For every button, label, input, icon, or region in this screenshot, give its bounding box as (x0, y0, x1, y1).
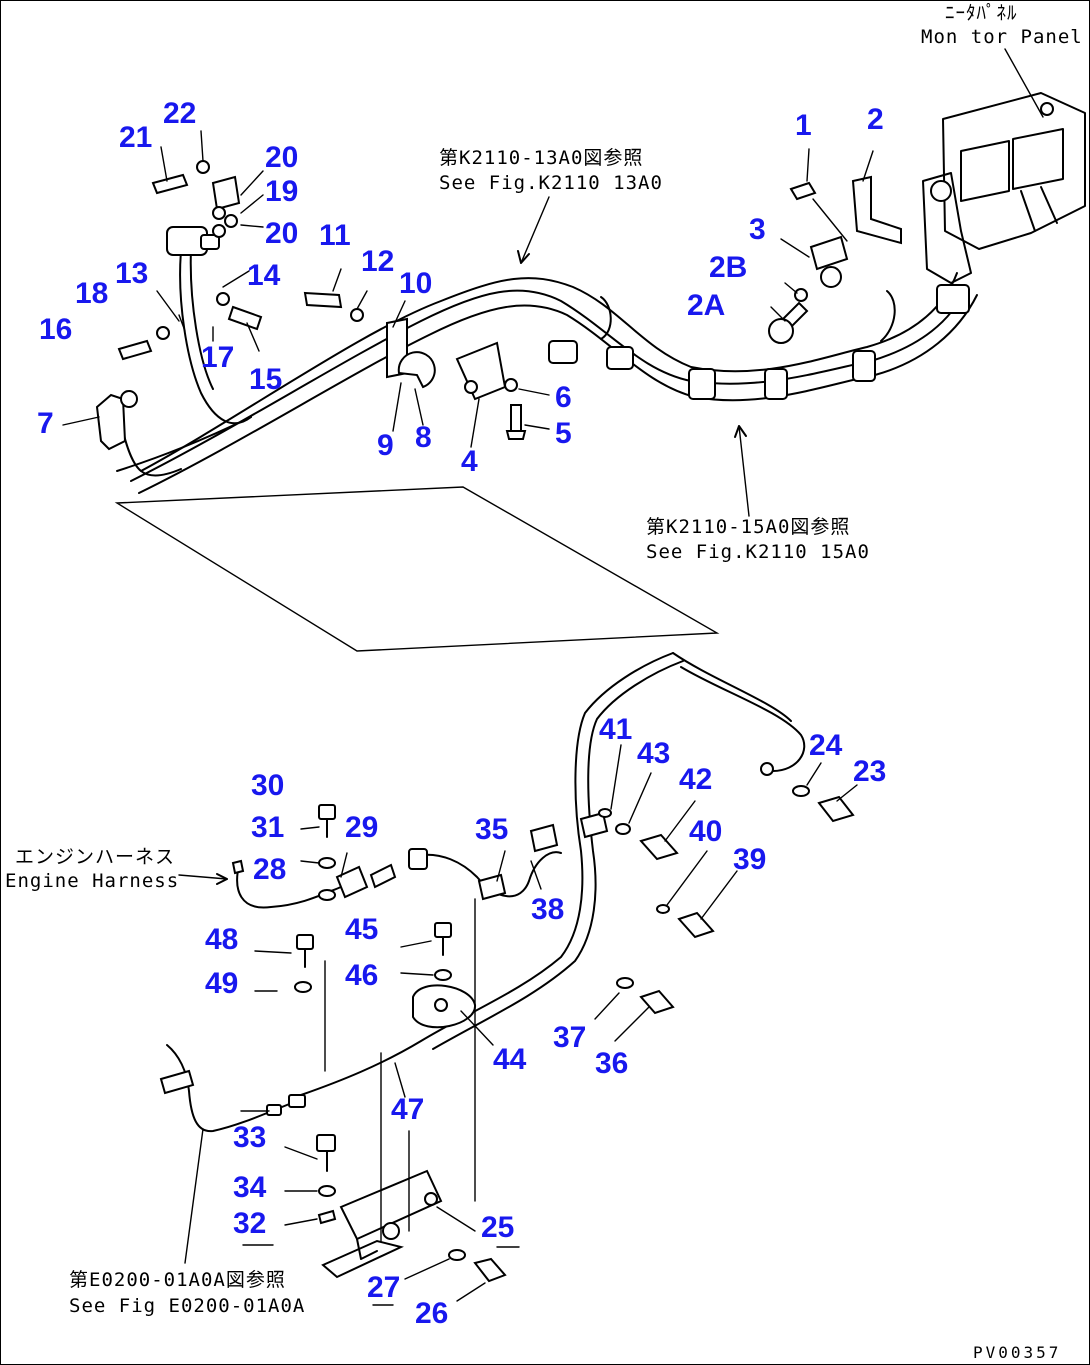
callout-9: 9 (377, 429, 394, 462)
callout-20-lower: 20 (265, 217, 298, 250)
callout-8: 8 (415, 421, 432, 454)
callout-18: 18 (75, 277, 108, 310)
callout-17: 17 (201, 341, 234, 374)
callout-5: 5 (555, 417, 572, 450)
callout-36: 36 (595, 1047, 628, 1080)
callout-39: 39 (733, 843, 766, 876)
callout-23: 23 (853, 755, 886, 788)
callout-27: 27 (367, 1271, 400, 1304)
fig-15a0-label-jp: 第K2110-15A0図参照 (646, 516, 850, 538)
callout-15: 15 (249, 363, 282, 396)
monitor-panel-reference: ﾆｰﾀﾊﾟﾈﾙ Mon tor Panel (921, 2, 1083, 48)
callout-42: 42 (679, 763, 712, 796)
callout-43: 43 (637, 737, 670, 770)
callout-49: 49 (205, 967, 238, 1000)
callout-11: 11 (319, 219, 351, 252)
callout-32: 32 (233, 1207, 266, 1240)
callout-4: 4 (461, 445, 478, 478)
callout-40: 40 (689, 815, 722, 848)
callout-12: 12 (361, 245, 394, 278)
fig-13a0-label-jp: 第K2110-13A0図参照 (439, 147, 643, 169)
callout-3: 3 (749, 213, 766, 246)
bracket-group-right (768, 175, 902, 344)
upper-harness (116, 272, 978, 494)
callout-47: 47 (391, 1093, 424, 1126)
callout-31: 31 (251, 811, 284, 844)
floor-plate-outline (114, 486, 720, 652)
callout-30: 30 (251, 769, 284, 802)
callout-21: 21 (119, 121, 152, 154)
callout-48: 48 (205, 923, 238, 956)
callout-2b: 2B (709, 251, 747, 284)
callout-38: 38 (531, 893, 564, 926)
callout-2a: 2A (687, 289, 725, 322)
callout-41: 41 (599, 713, 632, 746)
callout-19: 19 (265, 175, 298, 208)
fig-13a0-reference: 第K2110-13A0図参照 See Fig.K2110 13A0 (439, 147, 663, 194)
callout-37: 37 (553, 1021, 586, 1054)
callout-13: 13 (115, 257, 148, 290)
left-harness-branch (95, 160, 263, 477)
callout-25: 25 (481, 1211, 514, 1244)
monitor-panel-label-en: Mon tor Panel (921, 26, 1083, 48)
callout-7: 7 (37, 407, 54, 440)
callout-34: 34 (233, 1171, 267, 1204)
lower-fasteners (294, 785, 855, 1283)
monitor-panel-label-jp: ﾆｰﾀﾊﾟﾈﾙ (945, 2, 1018, 24)
engine-harness-label-en: Engine Harness (5, 870, 179, 892)
callout-33: 33 (233, 1121, 266, 1154)
callout-26: 26 (415, 1297, 448, 1330)
fig-e0200-label-en: See Fig E0200-01A0A (69, 1295, 305, 1317)
lower-harness (159, 652, 806, 1133)
callout-29: 29 (345, 811, 378, 844)
callout-1: 1 (795, 109, 812, 142)
callout-14: 14 (247, 259, 281, 292)
engine-harness-label-jp: エンジンハーネス (15, 846, 175, 868)
lower-bracket (321, 898, 476, 1279)
monitor-panel (922, 92, 1086, 284)
drawing-code: PV00357 (973, 1343, 1061, 1362)
leader-lines (62, 130, 874, 1306)
fig-15a0-label-en: See Fig.K2110 15A0 (646, 541, 870, 563)
callout-10: 10 (399, 267, 432, 300)
callout-16: 16 (39, 313, 72, 346)
fig-e0200-label-jp: 第E0200-01A0A図参照 (69, 1269, 286, 1291)
callouts: 1 2 3 2B 2A 4 5 6 7 8 9 10 11 12 13 14 1… (37, 97, 886, 1330)
fig-e0200-reference: 第E0200-01A0A図参照 See Fig E0200-01A0A (69, 1269, 305, 1317)
callout-6: 6 (555, 381, 572, 414)
callout-45: 45 (345, 913, 378, 946)
callout-44: 44 (493, 1043, 527, 1076)
callout-2: 2 (867, 103, 884, 136)
fig-15a0-reference: 第K2110-15A0図参照 See Fig.K2110 15A0 (646, 516, 870, 563)
fig-13a0-label-en: See Fig.K2110 13A0 (439, 172, 663, 194)
callout-28: 28 (253, 853, 286, 886)
callout-20-upper: 20 (265, 141, 298, 174)
engine-harness-reference: エンジンハーネス Engine Harness (5, 846, 179, 892)
callout-35: 35 (475, 813, 508, 846)
callout-22: 22 (163, 97, 196, 130)
callout-24: 24 (809, 729, 843, 762)
callout-46: 46 (345, 959, 378, 992)
reference-arrows (178, 48, 1044, 1264)
